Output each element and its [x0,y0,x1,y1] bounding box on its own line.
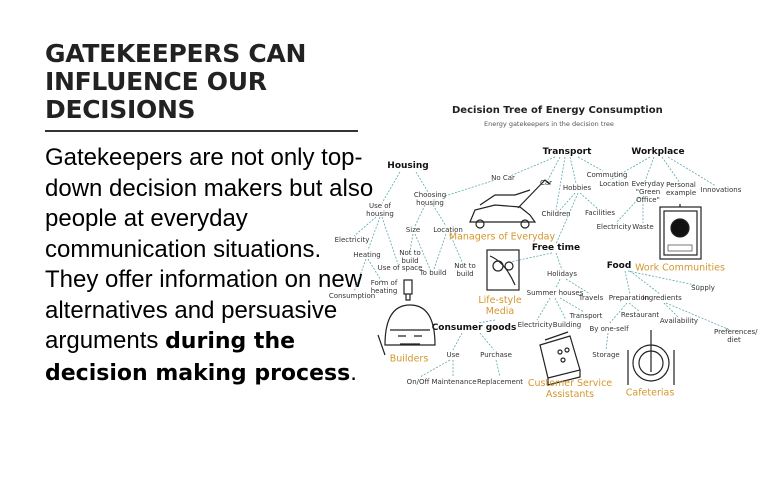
node: Electricity [517,321,553,329]
title-line: INFLUENCE OUR [45,67,267,96]
gatekeeper-work-communities: Work Communities [635,262,725,274]
node: Maintenance [431,378,477,386]
node: Supply [691,284,715,292]
node: Innovations [700,186,742,194]
node: Holidays [547,270,577,278]
light-bulb-icon [403,279,413,301]
category-consumer-goods: Consumer goods [431,323,517,333]
body-text: Gatekeepers are not only top-down decisi… [45,143,375,389]
cash-register-icon [539,331,581,386]
node: Replacement [477,378,523,386]
node: Facilities [585,209,615,217]
node: On/Off [406,378,430,386]
node: Building [552,321,582,329]
node: Hobbies [562,184,592,192]
node: Preparation [608,294,650,302]
node: Heating [353,251,381,259]
node: Storage [592,351,620,359]
plate-cutlery-icon [627,330,675,385]
category-workplace: Workplace [631,147,685,157]
node: To build [419,269,447,277]
title-line: DECISIONS [45,95,196,124]
node: Car [539,179,553,187]
gatekeeper-builders: Builders [389,353,429,365]
body-plain: Gatekeepers are not only top-down decisi… [45,144,374,354]
node: Location [599,180,629,188]
diagram-title: Decision Tree of Energy Consumption [452,105,663,116]
node: Form of heating [370,279,398,295]
gatekeeper-managers-of-everyday: Managers of Everyday [448,231,556,243]
node: Use of space [377,264,423,272]
node: Use [446,351,460,359]
builder-face-icon [377,304,436,356]
node: Transport [569,312,603,320]
gatekeeper-customer-service: Customer Service Assistants [527,378,613,400]
node: Ingredients [642,294,682,302]
node: Availability [659,317,699,325]
body-bold: during the decision making process [45,329,351,386]
node: Travels [578,294,604,302]
car-icon [469,179,551,229]
title-divider [45,130,358,132]
category-free-time: Free time [531,243,581,253]
node: Electricity [334,236,370,244]
node: Location [433,226,463,234]
node: By one-self [589,325,629,333]
node: Choosing housing [413,191,447,207]
node: Purchase [480,351,512,359]
node: Everyday "Green Office" [631,180,665,204]
gatekeeper-cafeterias: Cafeterias [625,387,675,399]
body-end: . [350,358,357,386]
node: Not to build [454,262,476,278]
node: Waste [632,223,654,231]
node: Children [541,210,571,218]
node: Electricity [596,223,632,231]
node: Consumption [328,292,376,300]
panda-frame-icon [659,204,702,260]
node: Size [405,226,421,234]
node: No Car [491,174,515,182]
category-transport: Transport [542,147,592,157]
node: Not to build [399,249,421,265]
title-line: GATEKEEPERS CAN [45,39,307,68]
node: Restaurant [620,311,660,319]
diagram-subtitle: Energy gatekeepers in the decision tree [484,120,614,128]
slide-title: GATEKEEPERS CAN INFLUENCE OUR DECISIONS [45,40,365,124]
category-food: Food [606,261,632,271]
node: Commuting [586,171,628,179]
node: Use of housing [366,202,394,218]
gatekeeper-lifestyle-media: Life-style Media [478,295,522,317]
category-housing: Housing [387,161,429,171]
media-picture-icon [486,249,520,291]
node: Personal example [666,181,697,197]
node: Summer houses [526,289,584,297]
node: Preferences/ diet [714,328,758,344]
